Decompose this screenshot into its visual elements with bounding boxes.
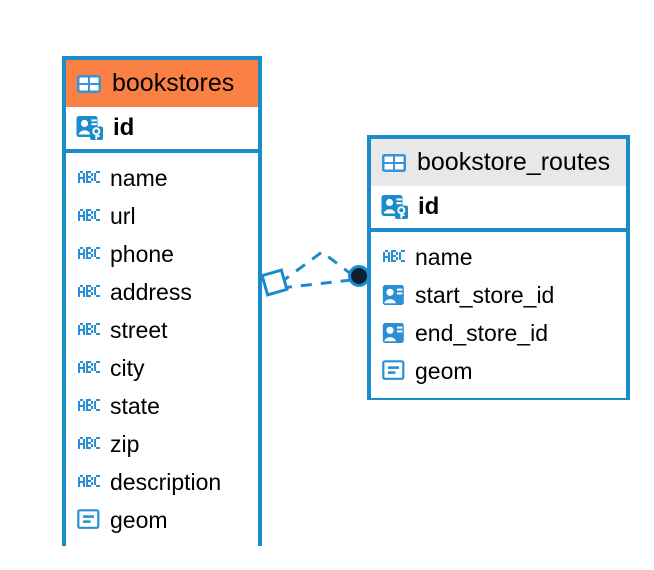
field-label: zip [110, 430, 140, 457]
field-row[interactable]: name [371, 238, 626, 276]
field-label: description [110, 468, 222, 495]
entity-header-bookstore-routes[interactable]: bookstore_routes [371, 139, 626, 186]
field-label: geom [110, 506, 168, 533]
field-list: name start_store_id [371, 232, 626, 398]
entity-table-bookstores[interactable]: bookstores id [62, 56, 262, 547]
relationship-endpoint-circle[interactable] [348, 265, 370, 287]
field-label: street [110, 316, 168, 343]
text-abc-icon [77, 285, 101, 299]
primary-key-label: id [113, 114, 135, 141]
primary-key-icon [76, 115, 104, 141]
relationship-line-straight [280, 278, 353, 290]
field-label: url [110, 202, 136, 229]
field-row[interactable]: city [66, 349, 258, 387]
text-abc-icon [77, 475, 101, 489]
entity-title: bookstore_routes [417, 148, 611, 176]
relationship-line-curved [279, 250, 356, 285]
text-abc-icon [77, 171, 101, 185]
table-icon [381, 153, 407, 173]
text-abc-icon [77, 399, 101, 413]
field-label: name [110, 164, 168, 191]
field-label: phone [110, 240, 174, 267]
field-row[interactable]: geom [371, 352, 626, 390]
text-abc-icon [77, 323, 101, 337]
field-row[interactable]: start_store_id [371, 276, 626, 314]
field-row[interactable]: description [66, 463, 258, 501]
field-row[interactable]: state [66, 387, 258, 425]
field-row[interactable]: name [66, 159, 258, 197]
entity-title: bookstores [112, 69, 235, 97]
primary-key-row[interactable]: id [371, 186, 626, 232]
geometry-icon [382, 360, 406, 382]
field-row[interactable]: zip [66, 425, 258, 463]
text-abc-icon [77, 209, 101, 223]
list-tail-spacer [66, 539, 258, 541]
field-label: state [110, 392, 160, 419]
field-label: name [415, 243, 473, 270]
field-row[interactable]: end_store_id [371, 314, 626, 352]
foreign-key-icon [382, 322, 406, 344]
field-row[interactable]: street [66, 311, 258, 349]
field-row[interactable]: url [66, 197, 258, 235]
text-abc-icon [77, 247, 101, 261]
field-list: name [66, 153, 258, 547]
table-icon [76, 74, 102, 94]
geometry-icon [77, 509, 101, 531]
relationship-endpoint-diamond[interactable] [260, 268, 289, 297]
field-row[interactable]: address [66, 273, 258, 311]
primary-key-row[interactable]: id [66, 107, 258, 153]
field-label: address [110, 278, 192, 305]
primary-key-icon [381, 194, 409, 220]
primary-key-label: id [418, 193, 440, 220]
field-label: city [110, 354, 145, 381]
text-abc-icon [77, 437, 101, 451]
field-label: end_store_id [415, 319, 548, 346]
text-abc-icon [77, 361, 101, 375]
list-tail-spacer [371, 390, 626, 392]
foreign-key-icon [382, 284, 406, 306]
text-abc-icon [382, 250, 406, 264]
field-row[interactable]: phone [66, 235, 258, 273]
entity-table-bookstore-routes[interactable]: bookstore_routes id [367, 135, 630, 400]
entity-header-bookstores[interactable]: bookstores [66, 60, 258, 107]
field-row[interactable]: geom [66, 501, 258, 539]
field-label: geom [415, 357, 473, 384]
field-label: start_store_id [415, 281, 555, 308]
